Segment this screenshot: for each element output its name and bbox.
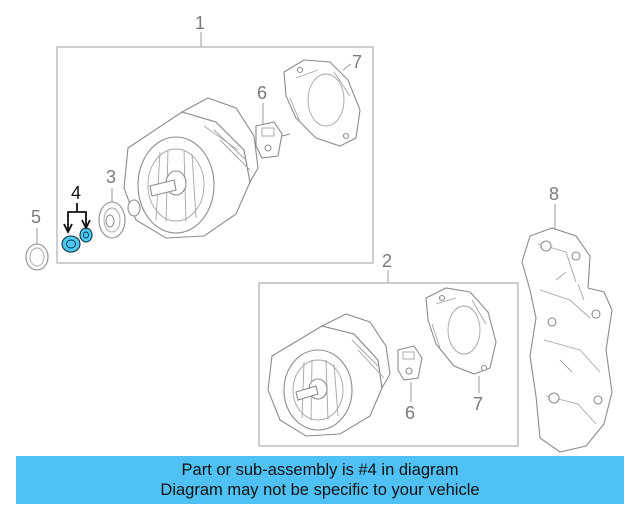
alternator-upper[interactable]: [123, 97, 259, 239]
rear-cover-7-upper[interactable]: [283, 59, 361, 147]
callout-7-lower[interactable]: 7: [473, 394, 483, 414]
callout-5[interactable]: 5: [31, 207, 41, 227]
pulley-3[interactable]: [98, 199, 141, 239]
callout-6-upper[interactable]: 6: [257, 83, 267, 103]
callout-7-upper[interactable]: 7: [352, 52, 362, 72]
callout-2[interactable]: 2: [382, 251, 392, 271]
alternator-lower[interactable]: [267, 313, 391, 437]
mounting-bracket-8[interactable]: [521, 227, 613, 453]
assembly-1-frame: [56, 46, 374, 264]
callout-4[interactable]: 4: [71, 183, 81, 203]
rear-cover-7-lower[interactable]: [425, 287, 497, 375]
cap-5[interactable]: [25, 243, 49, 271]
callout-8[interactable]: 8: [549, 184, 559, 204]
callout-3[interactable]: 3: [106, 167, 116, 187]
regulator-6-upper[interactable]: [255, 121, 291, 159]
banner-line-2: Diagram may not be specific to your vehi…: [160, 481, 480, 499]
banner-line-1: Part or sub-assembly is #4 in diagram: [181, 461, 459, 479]
callout-6-lower[interactable]: 6: [405, 403, 415, 423]
nut-washer-4[interactable]: [61, 227, 93, 253]
info-banner: Part or sub-assembly is #4 in diagram Di…: [16, 456, 624, 504]
callout-1[interactable]: 1: [195, 13, 205, 33]
regulator-6-lower[interactable]: [397, 345, 423, 381]
